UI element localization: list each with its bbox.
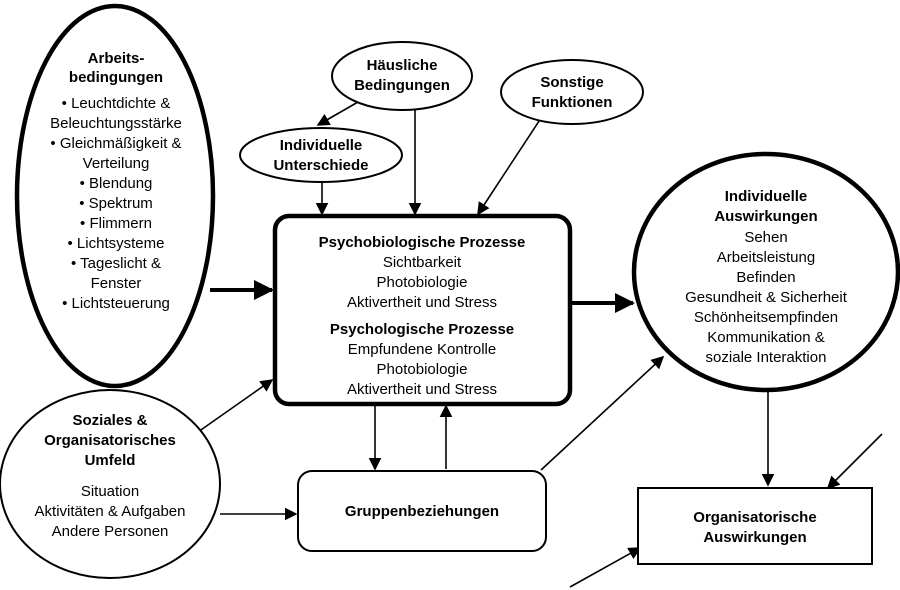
haeusliche-title-2: Bedingungen [354,77,450,94]
psychologische-title: Psychologische Prozesse [330,321,514,338]
node-soziales-umfeld: Soziales & Organisatorisches Umfeld Situ… [0,389,221,579]
soziales-item-2: Aktivitäten & Aufgaben [35,503,186,520]
organisatorische-title-1: Organisatorische [693,509,816,526]
psychologische-item-1: Empfundene Kontrolle [348,341,496,358]
arbeitsbedingungen-title-2: bedingungen [69,69,163,86]
psychologische-item-3: Aktivertheit und Stress [347,381,497,398]
psychobiologische-item-2: Photobiologie [377,274,468,291]
node-gruppenbeziehungen: Gruppenbeziehungen [297,470,547,552]
node-haeusliche-bedingungen: Häusliche Bedingungen [331,41,473,111]
psychobiologische-title: Psychobiologische Prozesse [319,234,526,251]
node-sonstige-funktionen: Sonstige Funktionen [500,59,644,125]
arbeitsbedingungen-item-1: • Leuchtdichte & [62,95,171,112]
organisatorische-title-2: Auswirkungen [703,529,806,546]
arrow-external-bottom-left [569,547,642,588]
soziales-title-2: Organisatorisches [44,432,176,449]
arrow-external-top-right [826,433,883,490]
soziales-item-1: Situation [81,483,139,500]
arbeitsbedingungen-item-11: • Lichtsteuerung [62,295,170,312]
auswirkungen-item-5: Schönheitsempfinden [694,309,838,326]
arbeitsbedingungen-item-9: • Tageslicht & [71,255,161,272]
node-organisatorische-auswirkungen: Organisatorische Auswirkungen [637,487,873,565]
arbeitsbedingungen-item-3: • Gleichmäßigkeit & [50,135,181,152]
arrow-gruppe-to-individuelle-auswirkungen [540,355,665,471]
arbeitsbedingungen-item-6: • Spektrum [79,195,153,212]
auswirkungen-title-1: Individuelle [725,188,808,205]
sonstige-title-1: Sonstige [540,74,603,91]
arbeitsbedingungen-item-7: • Flimmern [80,215,152,232]
arbeitsbedingungen-item-4: Verteilung [83,155,150,172]
gruppe-title: Gruppenbeziehungen [345,503,499,520]
soziales-item-3: Andere Personen [52,523,169,540]
unterschiede-title-1: Individuelle [280,137,363,154]
haeusliche-title-1: Häusliche [367,57,438,74]
arbeitsbedingungen-item-5: • Blendung [80,175,153,192]
node-arbeitsbedingungen: Arbeits- bedingungen • Leuchtdichte & Be… [14,3,216,389]
auswirkungen-title-2: Auswirkungen [714,208,817,225]
sonstige-title-2: Funktionen [532,94,613,111]
auswirkungen-item-2: Arbeitsleistung [717,249,815,266]
arrow-soziales-to-prozesse [197,379,274,433]
arbeitsbedingungen-item-8: • Lichtsysteme [68,235,165,252]
node-individuelle-unterschiede: Individuelle Unterschiede [239,127,403,183]
arbeitsbedingungen-title-1: Arbeits- [88,50,145,67]
auswirkungen-item-3: Befinden [736,269,795,286]
arbeitsbedingungen-item-10: Fenster [91,275,142,292]
unterschiede-title-2: Unterschiede [273,157,368,174]
connectors [197,97,883,588]
soziales-title-1: Soziales & [72,412,147,429]
auswirkungen-item-6: Kommunikation & [707,329,825,346]
arrow-sonstige-to-prozesse [477,111,546,216]
auswirkungen-item-7: soziale Interaktion [706,349,827,366]
psychologische-item-2: Photobiologie [377,361,468,378]
auswirkungen-item-1: Sehen [744,229,787,246]
psychobiologische-item-3: Aktivertheit und Stress [347,294,497,311]
arbeitsbedingungen-item-2: Beleuchtungsstärke [50,115,182,132]
node-prozesse: Psychobiologische Prozesse Sichtbarkeit … [272,213,573,407]
node-individuelle-auswirkungen: Individuelle Auswirkungen Sehen Arbeitsl… [631,151,900,393]
auswirkungen-item-4: Gesundheit & Sicherheit [685,289,848,306]
soziales-title-3: Umfeld [85,452,136,469]
psychobiologische-item-1: Sichtbarkeit [383,254,462,271]
